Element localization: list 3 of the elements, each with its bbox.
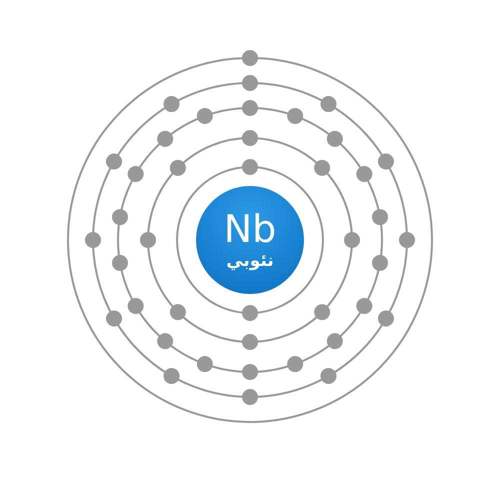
element-symbol: Nb	[224, 208, 276, 250]
nucleus-circle	[196, 186, 304, 294]
element-name: نئوبي	[226, 250, 274, 272]
